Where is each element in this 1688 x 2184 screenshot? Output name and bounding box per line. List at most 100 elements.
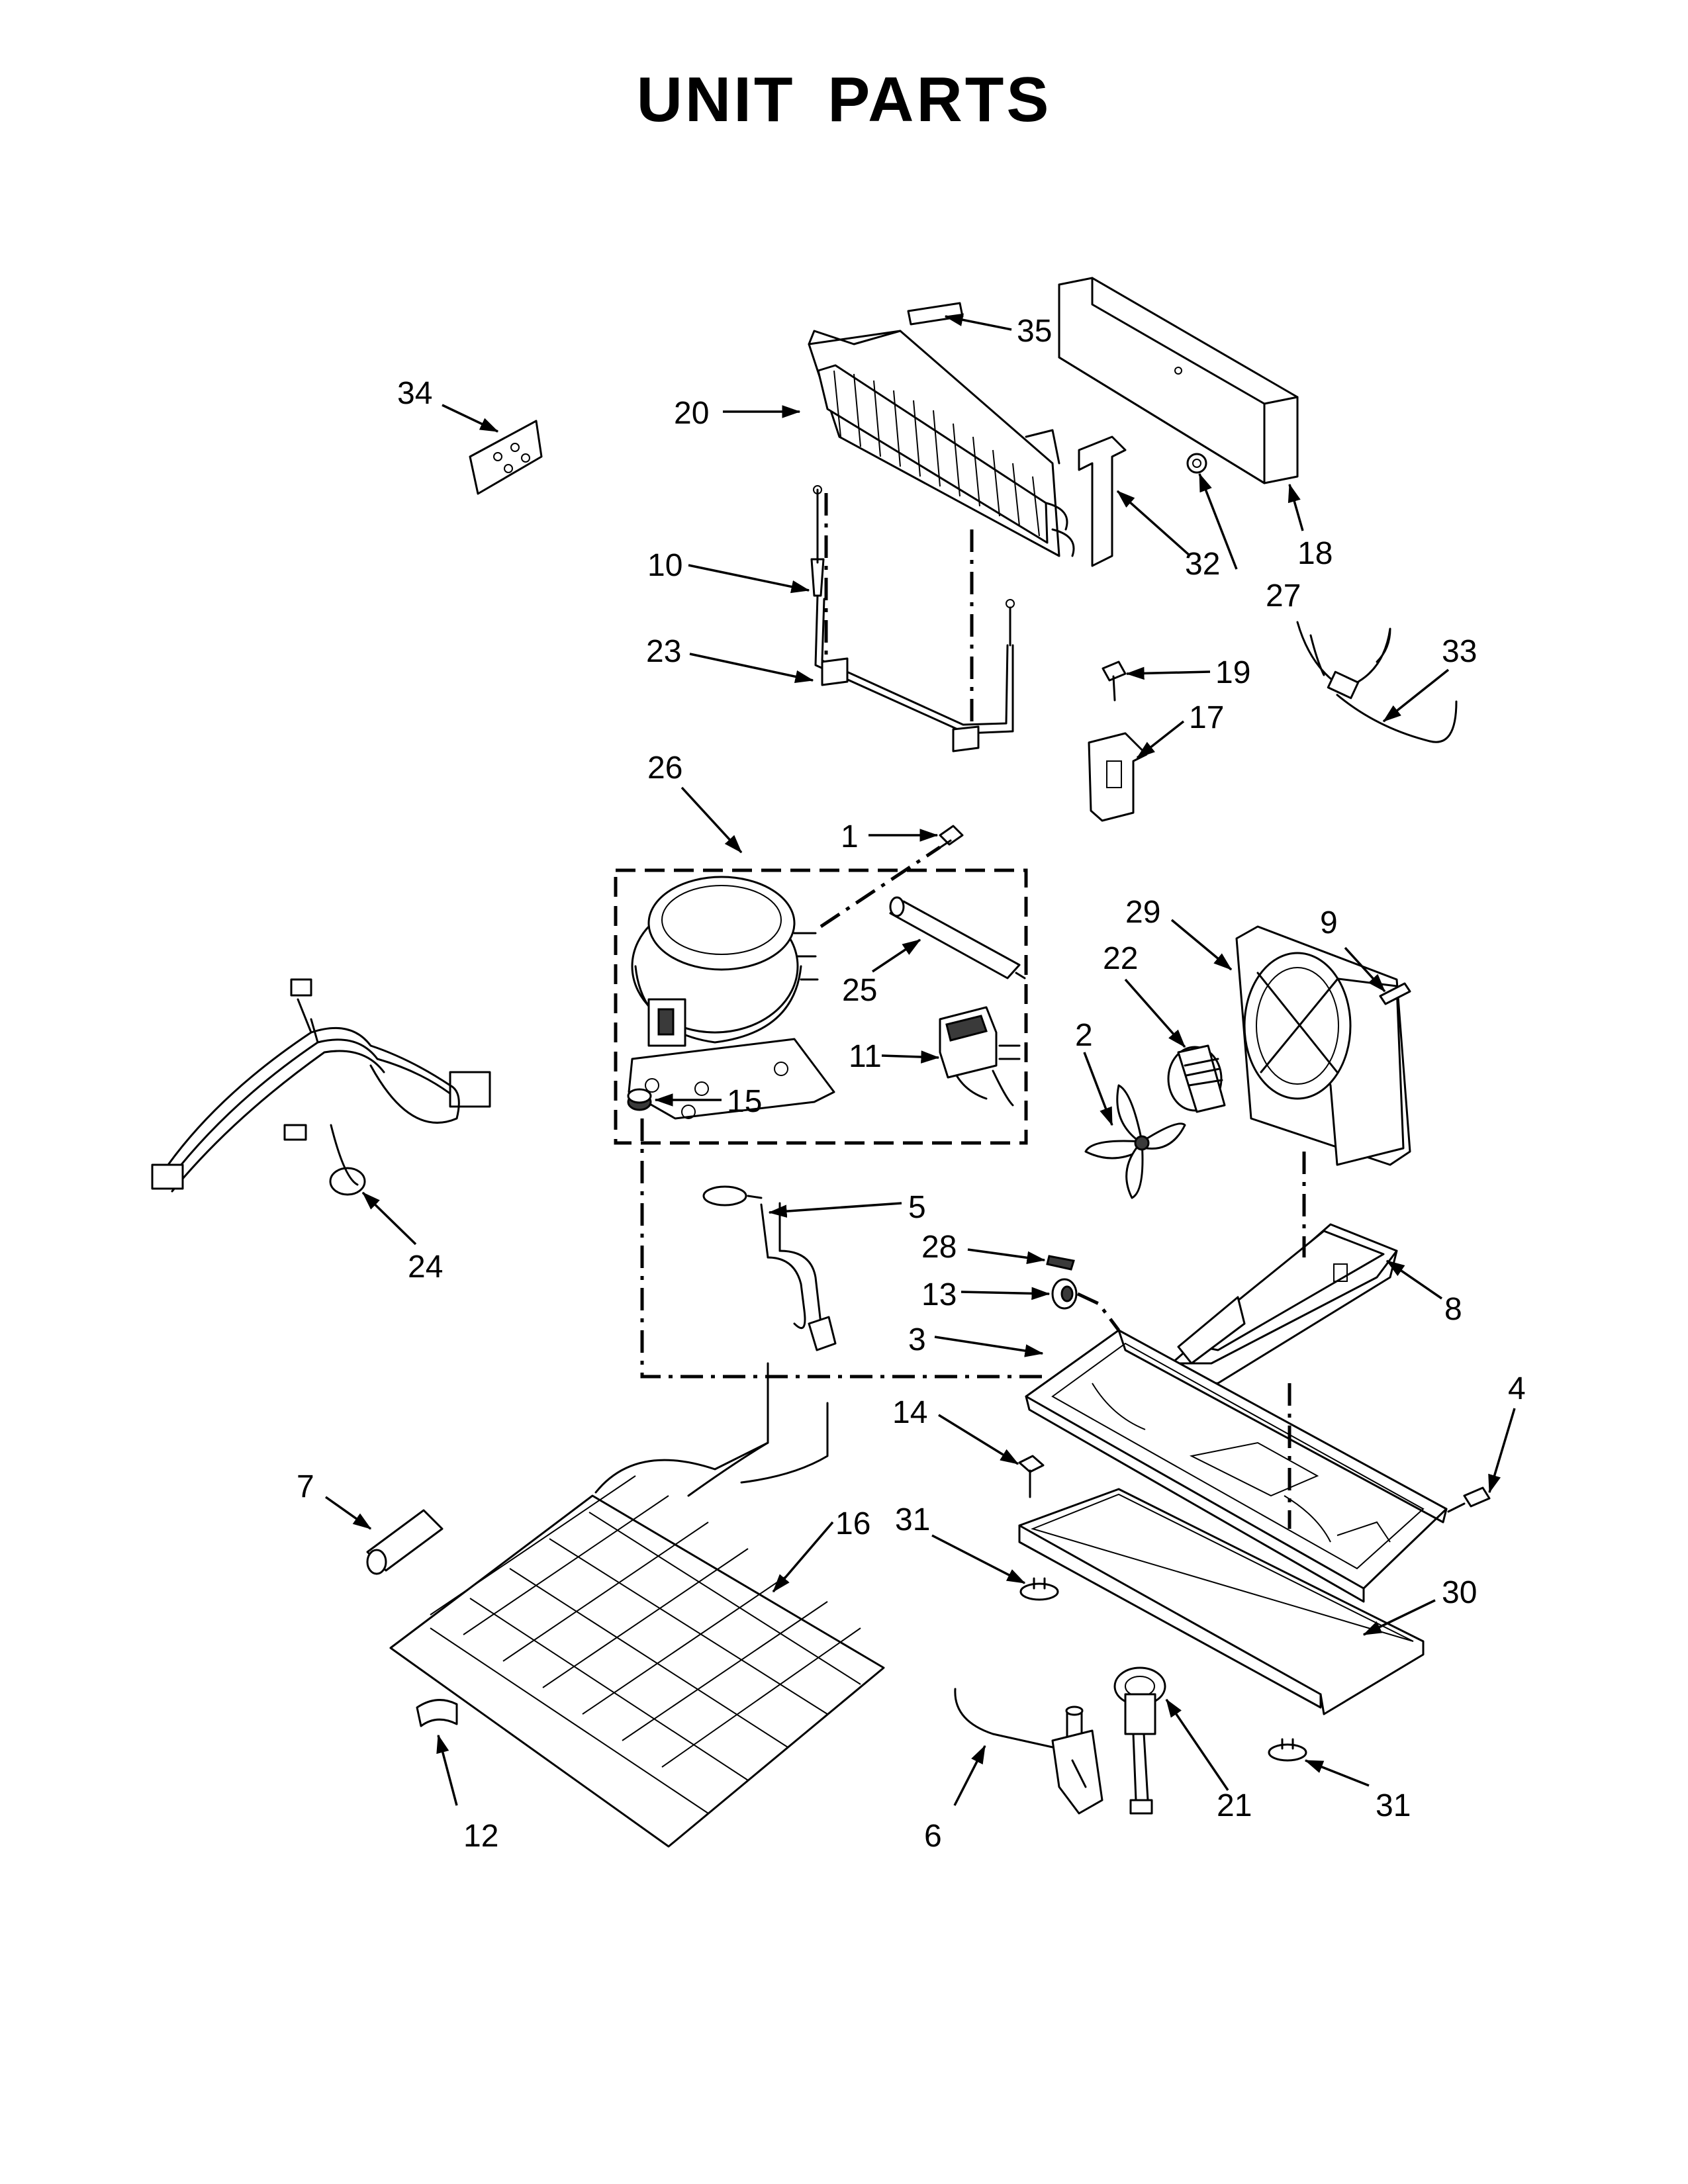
callout-18: 18	[1297, 536, 1333, 571]
callout-leaders	[324, 313, 1516, 1806]
leader-3	[934, 1336, 1044, 1357]
callout-28: 28	[921, 1230, 957, 1265]
compressor-assembly-box	[614, 868, 1028, 1145]
callout-12: 12	[463, 1819, 498, 1854]
leader-21	[1165, 1698, 1229, 1791]
part-15-grommet	[627, 1088, 652, 1111]
assembly-lines	[640, 493, 1306, 1529]
leader-8	[1385, 1259, 1442, 1300]
callout-1: 1	[841, 819, 859, 854]
callout-16: 16	[835, 1506, 870, 1541]
part-6-thermistor	[954, 1688, 1103, 1815]
part-28-clip	[1046, 1255, 1075, 1271]
part-13-grommet	[1051, 1278, 1078, 1310]
part-11-relay	[939, 1006, 1021, 1107]
callout-labels: 34 20 35 18 32 27 10 23 33 19 17 26 1 25…	[297, 314, 1526, 1854]
leader-31b	[1304, 1759, 1370, 1787]
part-12-clip	[416, 1699, 458, 1727]
part-9-screw	[1379, 982, 1411, 1005]
leader-11	[881, 1050, 940, 1064]
callout-6: 6	[924, 1819, 942, 1854]
leader-26	[680, 786, 743, 854]
callout-35: 35	[1017, 314, 1052, 349]
leader-6	[953, 1745, 986, 1806]
part-7-sleeve	[366, 1509, 444, 1575]
callout-25: 25	[842, 973, 877, 1008]
leader-23	[689, 653, 814, 683]
leader-4	[1488, 1408, 1516, 1494]
leader-7	[324, 1496, 372, 1530]
leader-25	[872, 938, 921, 973]
callout-29: 29	[1125, 895, 1160, 930]
part-14-screw	[1018, 1455, 1045, 1498]
callout-9: 9	[1320, 905, 1338, 940]
part-3-base-plate	[1025, 1329, 1448, 1603]
leader-32	[1116, 490, 1192, 557]
callout-23: 23	[646, 634, 681, 669]
leader-31a	[931, 1534, 1026, 1584]
leader-24	[361, 1191, 417, 1246]
leader-12	[436, 1734, 458, 1806]
part-2-fan-blade	[1084, 1084, 1186, 1199]
callout-15: 15	[727, 1084, 762, 1119]
callout-14: 14	[892, 1395, 927, 1430]
part-26-compressor	[628, 876, 835, 1120]
page-title: UNIT PARTS	[636, 64, 1052, 135]
leader-30	[1362, 1599, 1436, 1636]
part-21-component	[1113, 1666, 1166, 1815]
callout-20: 20	[674, 396, 709, 431]
callout-32: 32	[1185, 547, 1220, 582]
callout-34: 34	[397, 376, 432, 411]
leader-10	[688, 564, 810, 594]
part-16-condenser	[389, 1362, 885, 1848]
part-20-evaporator	[808, 330, 1075, 557]
leader-34	[442, 404, 499, 433]
callout-31-b: 31	[1376, 1788, 1411, 1823]
leader-18	[1288, 483, 1304, 531]
callout-4: 4	[1508, 1371, 1526, 1406]
leader-13	[961, 1287, 1051, 1300]
part-33-harness	[1296, 621, 1458, 743]
leader-9	[1344, 946, 1386, 993]
leader-22	[1124, 978, 1186, 1048]
part-5-drain-tube	[702, 1185, 837, 1351]
callout-26: 26	[647, 751, 682, 786]
leader-19	[1125, 666, 1211, 680]
part-35-pad	[907, 302, 964, 326]
part-30-insulation-panel	[1018, 1488, 1425, 1715]
part-24-harness	[151, 978, 491, 1196]
callout-22: 22	[1103, 941, 1138, 976]
part-34-control-board	[469, 420, 543, 495]
callout-7: 7	[297, 1469, 314, 1504]
part-27-nut	[1186, 453, 1207, 474]
callout-10: 10	[647, 548, 682, 583]
leader-27	[1198, 473, 1238, 570]
leader-28	[967, 1248, 1046, 1265]
callout-17: 17	[1189, 700, 1224, 735]
leader-29	[1170, 919, 1233, 971]
callout-11: 11	[849, 1039, 882, 1074]
part-23-heater	[814, 594, 1015, 752]
leader-33	[1382, 668, 1450, 723]
callout-13: 13	[921, 1277, 957, 1312]
leader-16	[772, 1521, 834, 1593]
part-32-bracket	[1078, 435, 1127, 567]
part-22-fan-motor	[1167, 1044, 1226, 1113]
part-31-foot-b	[1268, 1738, 1307, 1762]
callout-8: 8	[1444, 1292, 1462, 1327]
callout-31-a: 31	[895, 1502, 930, 1537]
callout-3: 3	[908, 1322, 926, 1357]
leader-14	[938, 1414, 1019, 1465]
callout-5: 5	[908, 1190, 926, 1225]
part-4-screw	[1447, 1486, 1491, 1513]
callout-27: 27	[1266, 578, 1301, 614]
callout-24: 24	[408, 1250, 443, 1285]
leader-35	[944, 313, 1012, 331]
callout-33: 33	[1442, 634, 1477, 669]
leader-17	[1136, 720, 1185, 759]
part-25-drier	[889, 896, 1026, 979]
part-1-bolt	[937, 825, 964, 850]
part-29-fan-shroud	[1235, 925, 1411, 1166]
part-19-screw	[1102, 660, 1127, 702]
